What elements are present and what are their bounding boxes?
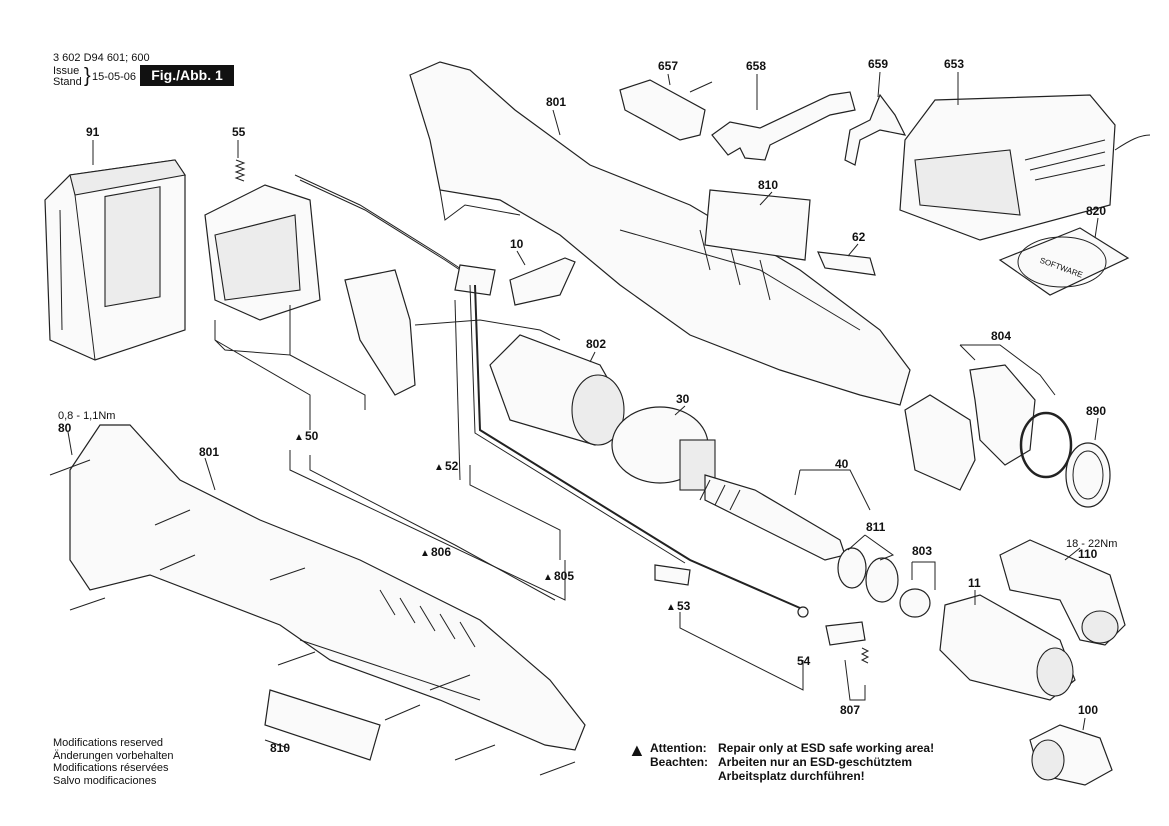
- software-disc-820: SOFTWARE: [998, 227, 1130, 296]
- callout-91: 91: [86, 125, 100, 139]
- callout-804: 804: [991, 329, 1011, 343]
- callout-100: 100: [1078, 703, 1098, 717]
- housing-upper-drawing: [409, 61, 911, 406]
- callout-10: 10: [510, 237, 524, 251]
- screws: [49, 459, 576, 776]
- callout-55: 55: [232, 125, 246, 139]
- callout-810-top: 810: [758, 178, 778, 192]
- housing-lower-drawing: [69, 424, 586, 751]
- callout-53: 53: [677, 599, 691, 613]
- torque-screw-80: 0,8 - 1,1Nm: [58, 410, 115, 422]
- callout-658: 658: [746, 59, 766, 73]
- callout-50: 50: [305, 429, 319, 443]
- hex-key-657: [619, 79, 713, 141]
- callout-810-bottom: 810: [270, 741, 290, 755]
- sleeve-803: [899, 588, 931, 618]
- spindle-40: [699, 474, 846, 561]
- esd-triangle-806: ▲: [420, 548, 430, 559]
- callout-803: 803: [912, 544, 932, 558]
- callout-11: 11: [968, 576, 981, 590]
- callout-807: 807: [840, 703, 860, 717]
- esd-warning: ▲ Attention: Repair only at ESD safe wor…: [628, 741, 934, 783]
- esd-triangle-805: ▲: [543, 572, 553, 583]
- note-es: Salvo modificaciones: [53, 774, 157, 787]
- callout-80: 80: [58, 421, 72, 435]
- attention-label: Attention:: [650, 741, 707, 755]
- callout-54: 54: [797, 654, 811, 668]
- oring-890a: [1019, 411, 1073, 479]
- callout-805: 805: [554, 569, 574, 583]
- part-62: [817, 251, 876, 276]
- attention-text: Repair only at ESD safe working area!: [718, 741, 935, 755]
- esd-triangle-50: ▲: [294, 432, 304, 443]
- leader-lines: [67, 71, 1099, 749]
- beachten-label: Beachten:: [650, 755, 709, 769]
- callout-806: 806: [431, 545, 451, 559]
- note-de: Änderungen vorbehalten: [53, 749, 174, 762]
- ring-811b: [865, 557, 899, 603]
- ring-811a: [837, 547, 867, 589]
- callout-62: 62: [852, 230, 866, 244]
- label-810-top: [704, 189, 811, 261]
- electronics-holder-drawing: [204, 174, 496, 396]
- callout-801-top: 801: [546, 95, 566, 109]
- callout-659: 659: [868, 57, 888, 71]
- brace-glyph: }: [84, 65, 91, 87]
- stand-label: Stand: [53, 76, 82, 88]
- oring-890b-inner: [1072, 450, 1104, 500]
- angle-head-110: [999, 539, 1126, 646]
- beachten-text-2: Arbeitsplatz durchführen!: [718, 769, 865, 783]
- part-number: 3 602 D94 601; 600: [53, 52, 150, 64]
- issue-label: Issue: [53, 65, 80, 77]
- clutch-11: [939, 594, 1076, 701]
- esd-triangle-52: ▲: [434, 462, 444, 473]
- gear-housing-30: [611, 406, 716, 491]
- callouts: 91 55 801 657 658 659 653 810 820 10 62 …: [58, 57, 1117, 755]
- battery-pack-drawing: [44, 159, 186, 361]
- callout-653: 653: [944, 57, 964, 71]
- motor-802: [489, 334, 625, 446]
- cap-100: [1029, 724, 1113, 786]
- warning-triangle-icon: ▲: [628, 740, 646, 760]
- shell-804a: [904, 394, 976, 491]
- callout-40: 40: [835, 457, 849, 471]
- beachten-text-1: Arbeiten nur an ESD-geschütztem: [718, 755, 913, 769]
- cover-10: [509, 257, 576, 306]
- callout-657: 657: [658, 59, 678, 73]
- spring-55: [234, 159, 246, 182]
- modification-notes: Modifications reserved Änderungen vorbeh…: [53, 737, 173, 787]
- callout-30: 30: [676, 392, 690, 406]
- callout-820: 820: [1086, 204, 1106, 218]
- callout-802: 802: [586, 337, 606, 351]
- callout-110: 110: [1078, 547, 1098, 561]
- label-810-bottom: [264, 689, 381, 761]
- torque-head-110: 18 - 22Nm: [1066, 538, 1117, 550]
- spring-807: [860, 647, 870, 664]
- part-807: [825, 621, 866, 646]
- clip-659: [844, 93, 907, 166]
- esd-triangle-53: ▲: [666, 602, 676, 613]
- figure-label: Fig./Abb. 1: [140, 65, 234, 86]
- charger-653: [899, 94, 1151, 241]
- wrench-658: [711, 91, 856, 161]
- cables: [414, 284, 809, 618]
- issue-date: 15-05-06: [92, 71, 137, 83]
- callout-52: 52: [445, 459, 459, 473]
- shell-804b: [969, 364, 1036, 466]
- note-en: Modifications reserved: [53, 737, 164, 749]
- callout-890: 890: [1086, 404, 1106, 418]
- note-fr: Modifications réservées: [53, 762, 169, 774]
- callout-801-bottom: 801: [199, 445, 219, 459]
- callout-811: 811: [866, 520, 886, 534]
